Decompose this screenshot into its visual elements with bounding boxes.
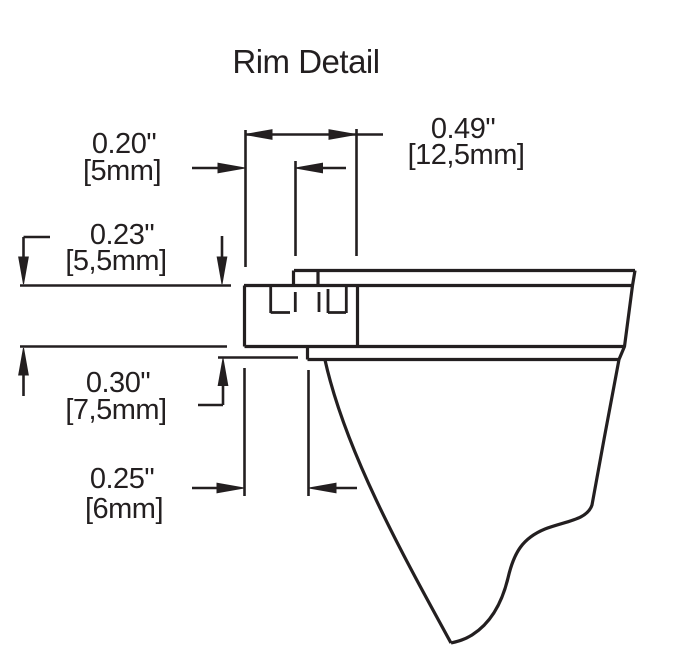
arrow-lip-offset-right: [295, 162, 323, 174]
dim-lip-offset-metric: [5mm]: [83, 155, 161, 187]
dim-rim-depth-metric: [7,5mm]: [65, 394, 166, 426]
dimension-lines: [20, 129, 383, 496]
arrow-rim-depth-left: [18, 347, 29, 376]
drawing-title: Rim Detail: [232, 43, 379, 80]
bowl-inner-wall: [323, 359, 453, 644]
dim-lower-width-inches: 0.25": [90, 463, 154, 495]
part-outline: [242, 268, 637, 645]
arrow-outer-width-left: [244, 129, 273, 140]
arrow-rim-thickness-left: [18, 256, 29, 285]
arrow-lower-width-left: [216, 482, 245, 494]
snap-channels: [269, 287, 348, 314]
bowl-outer-wall: [450, 270, 637, 645]
arrow-lower-width-right: [308, 482, 337, 494]
arrow-rim-thickness-right: [216, 256, 228, 285]
dim-lower-width-metric: [6mm]: [85, 493, 163, 525]
dim-outer-width-inches: 0.49": [431, 113, 495, 145]
dim-rim-depth-inches: 0.30": [86, 367, 150, 399]
arrowheads: [18, 129, 357, 494]
dim-rim-thickness-metric: [5,5mm]: [65, 245, 166, 277]
dim-rim-thickness-inches: 0.23": [90, 219, 154, 251]
arrow-lip-offset-left: [217, 162, 246, 174]
arrow-outer-width-right: [328, 129, 357, 140]
dim-lip-offset-inches: 0.20": [92, 128, 156, 160]
dim-outer-width-metric: [12,5mm]: [408, 139, 525, 171]
arrow-rim-depth-right: [217, 358, 229, 386]
labels: Rim Detail 0.49" [12,5mm] 0.20" [5mm] 0.…: [65, 43, 525, 525]
